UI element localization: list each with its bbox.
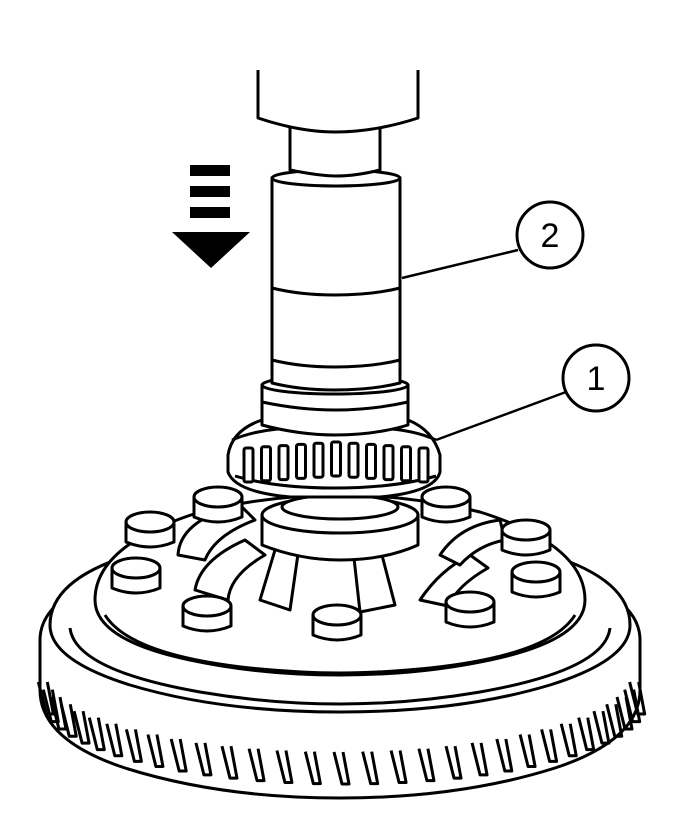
bearing-roller: [242, 446, 255, 484]
gear-tooth: [389, 750, 408, 785]
gear-tooth: [247, 748, 266, 783]
gear-teeth: [36, 681, 647, 786]
bolt: [181, 594, 233, 633]
gear-tooth: [105, 723, 124, 758]
gear-tooth: [518, 734, 537, 768]
bearing-roller: [382, 444, 395, 482]
bolt: [124, 510, 176, 549]
gear-tooth: [495, 738, 514, 773]
gear-tooth: [444, 745, 463, 780]
gear-tooth: [540, 729, 559, 763]
bolt: [311, 603, 363, 642]
gear-tooth: [605, 703, 624, 738]
gear-tooth: [275, 750, 294, 785]
bearing-roller: [417, 446, 430, 484]
bearing-roller: [400, 445, 412, 483]
callout-1-label: 1: [587, 360, 606, 398]
bearing-roller: [260, 445, 272, 483]
bolt: [110, 556, 162, 595]
case-housing: [176, 493, 507, 614]
bolt: [500, 518, 552, 557]
gear-tooth: [361, 751, 380, 786]
gear-tooth: [303, 751, 322, 786]
bolt: [444, 590, 496, 629]
bolt-ring: [110, 485, 562, 642]
callout-2-label: 2: [541, 217, 560, 255]
gear-tooth: [72, 710, 91, 745]
gear-tooth: [59, 703, 78, 738]
bearing-roller: [347, 441, 360, 479]
gear-tooth: [332, 751, 351, 786]
gear-tooth: [559, 723, 578, 758]
gear-tooth: [220, 745, 239, 780]
gear-tooth: [87, 717, 106, 752]
gear-tooth: [124, 729, 143, 763]
bolt: [192, 485, 244, 524]
gear-tooth: [417, 748, 436, 783]
gear-tooth: [628, 681, 647, 716]
callout-2: 2: [401, 200, 585, 280]
bearing-rollers: [242, 440, 430, 484]
gear-tooth: [146, 734, 165, 768]
gear-tooth: [470, 742, 489, 777]
bearing-roller: [312, 441, 325, 479]
arrow-down-icon: [172, 165, 250, 268]
bearing-roller: [330, 440, 342, 478]
callout-1: 1: [435, 343, 631, 442]
bolt: [420, 485, 472, 524]
press-tool-2: [256, 70, 420, 437]
gear-tooth: [194, 742, 213, 777]
bearing-roller: [365, 442, 377, 480]
bearing-roller: [295, 442, 307, 480]
gear-tooth: [577, 717, 596, 752]
bearing-roller: [277, 444, 290, 482]
bolt: [510, 560, 562, 599]
gear-tooth: [169, 738, 188, 773]
gear-tooth: [592, 710, 611, 745]
bearing-1: [226, 418, 442, 499]
gear-tooth: [41, 689, 60, 724]
